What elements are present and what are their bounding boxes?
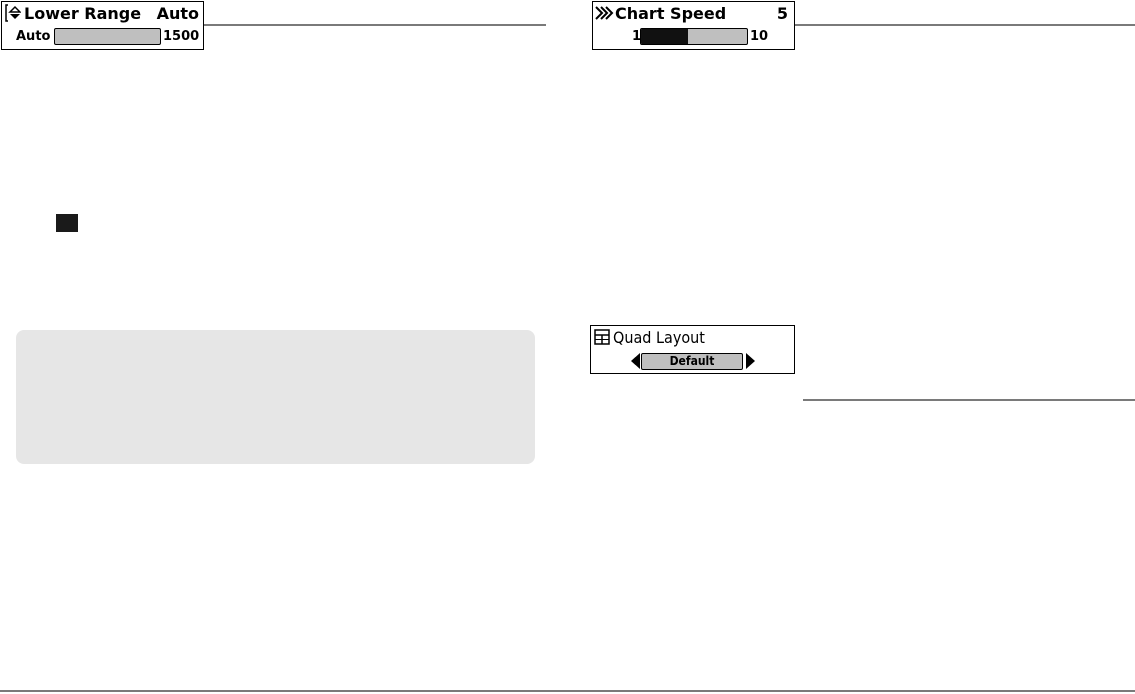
lower-range-title: Lower Range (24, 3, 142, 23)
black-square-marker (56, 214, 78, 232)
quad-layout-select[interactable]: Default (641, 353, 743, 370)
lower-range-value: Auto (156, 3, 199, 23)
depth-range-icon (2, 2, 24, 24)
chart-speed-value: 5 (776, 3, 788, 23)
next-option-icon[interactable] (746, 353, 755, 369)
fast-forward-icon (593, 2, 615, 24)
lower-range-max-label: 1500 (163, 29, 200, 44)
chart-speed-title: Chart Speed (615, 3, 727, 23)
quad-layout-title: Quad Layout (613, 327, 705, 347)
top-rule-right (795, 24, 1135, 26)
lower-range-header: Lower Range Auto (2, 2, 203, 24)
chart-speed-header: Chart Speed 5 (593, 2, 794, 24)
previous-option-icon[interactable] (631, 353, 640, 369)
chart-speed-slider[interactable] (640, 28, 748, 45)
lower-range-slider[interactable] (54, 28, 161, 45)
chart-speed-slider-row: 1 10 (593, 26, 794, 48)
top-rule-left (203, 24, 546, 26)
quad-layout-header: Quad Layout (591, 326, 794, 348)
chart-speed-max-label: 10 (750, 29, 769, 44)
lower-range-slider-row: Auto 1500 (2, 26, 203, 48)
quad-layout-select-row: Default (591, 350, 794, 372)
chart-speed-min-label: 1 (632, 29, 642, 44)
quad-layout-widget[interactable]: Quad Layout Default (590, 325, 795, 374)
chart-speed-widget[interactable]: Chart Speed 5 1 10 (592, 1, 795, 50)
bottom-rule (0, 690, 1135, 692)
lower-range-min-label: Auto (16, 29, 51, 44)
chart-speed-slider-fill (641, 29, 689, 44)
quad-grid-icon (591, 326, 613, 348)
note-box (16, 330, 535, 464)
mid-rule-right (803, 399, 1135, 401)
lower-range-widget[interactable]: Lower Range Auto Auto 1500 (1, 1, 204, 50)
